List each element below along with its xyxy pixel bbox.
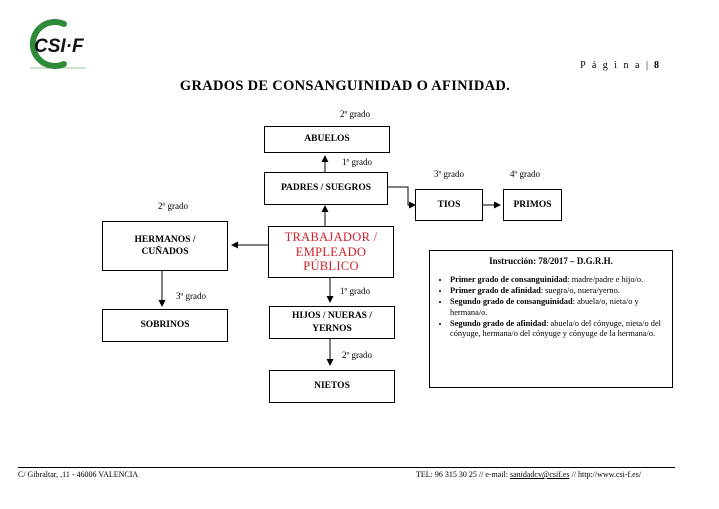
list-item: Primer grado de consanguinidad: madre/pa… xyxy=(450,275,666,285)
node-hermanos-cunados: HERMANOS / CUÑADOS xyxy=(102,221,228,271)
node-trabajador: TRABAJADOR / EMPLEADO PÚBLICO xyxy=(268,226,394,278)
instruction-panel: Instrucción: 78/2017 – D.G.R.H. Primer g… xyxy=(429,250,673,388)
footer-divider xyxy=(18,467,675,468)
grade-tios: 3º grado xyxy=(434,169,465,179)
logo-text: CSI·F xyxy=(34,36,85,57)
csif-logo: CSI·F xyxy=(20,14,98,72)
grade-hermanos: 2º grado xyxy=(158,201,189,211)
footer-address: C/ Gibraltar, ,11 - 46006 VALENCIA xyxy=(18,470,139,479)
grade-padres: 1º grado xyxy=(342,157,373,167)
page-number: P á g i n a |8 xyxy=(580,60,659,71)
page-title: GRADOS DE CONSANGUINIDAD O AFINIDAD. xyxy=(179,78,511,94)
list-item: Primer grado de afinidad: suegra/o, nuer… xyxy=(450,286,666,296)
list-item: Segundo grado de afinidad: abuela/o del … xyxy=(450,319,666,340)
node-hijos-nueras-yernos: HIJOS / NUERAS / YERNOS xyxy=(269,306,395,339)
node-tios: TIOS xyxy=(415,189,483,221)
grade-primos: 4º grado xyxy=(510,169,541,179)
grade-hijos: 1º grado xyxy=(340,286,371,296)
email-link[interactable]: sanidadcv@csif.es xyxy=(509,470,570,479)
node-primos: PRIMOS xyxy=(503,189,562,221)
grade-nietos: 2º grado xyxy=(342,350,373,360)
grade-abuelos: 2º grado xyxy=(340,109,371,119)
footer-contact: TEL: 96 315 30 25 // e-mail: sanidadcv@c… xyxy=(416,470,642,479)
node-padres-suegros: PADRES / SUEGROS xyxy=(264,172,388,205)
node-abuelos: ABUELOS xyxy=(264,126,390,153)
grade-sobrinos: 3º grado xyxy=(176,291,207,301)
node-nietos: NIETOS xyxy=(269,370,395,403)
instruction-title: Instrucción: 78/2017 – D.G.R.H. xyxy=(489,256,613,266)
node-sobrinos: SOBRINOS xyxy=(102,309,228,342)
website-link[interactable]: http://www.csi-f.es/ xyxy=(578,470,642,479)
list-item: Segundo grado de consanguinidad: abuela/… xyxy=(450,297,666,318)
instruction-list: Primer grado de consanguinidad: madre/pa… xyxy=(436,275,666,340)
